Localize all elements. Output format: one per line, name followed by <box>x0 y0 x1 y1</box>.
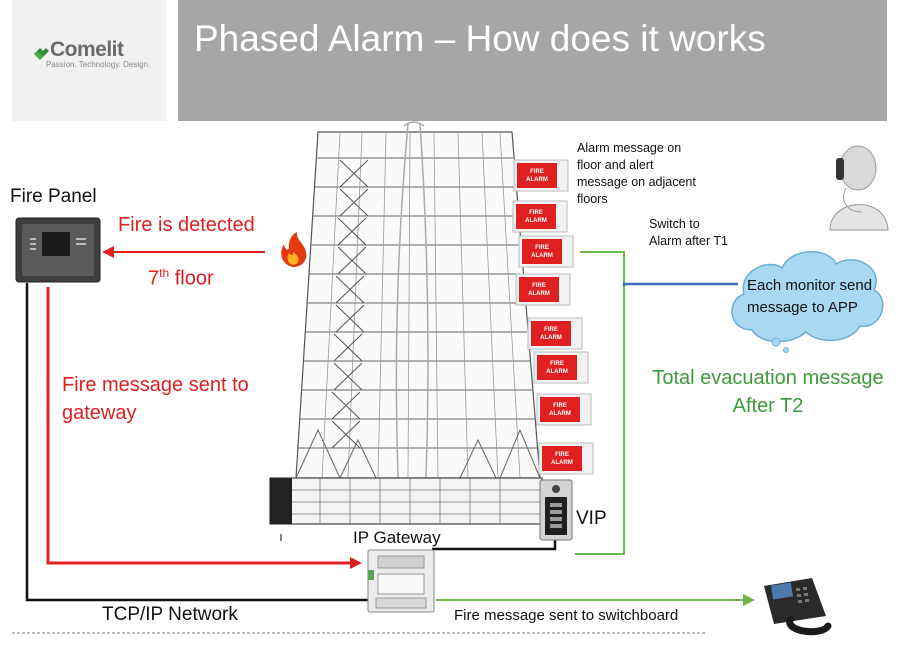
fire-message-gateway-line2: gateway <box>62 402 137 424</box>
fire-alarm-sign-line2: ALARM <box>540 335 562 341</box>
logo-tagline: Passion. Technology. Design. <box>46 60 151 69</box>
alarm-message-line1: Alarm message on <box>577 141 682 155</box>
gateway-vip-line <box>432 540 557 551</box>
floor-word: floor <box>169 267 214 290</box>
fire-alarm-sign: FIRE ALARM <box>518 235 574 268</box>
fire-alarm-sign-line2: ALARM <box>546 369 568 375</box>
tcp-ip-network-line <box>25 283 370 602</box>
fire-alarm-sign-line2: ALARM <box>525 218 547 224</box>
ip-gateway-device <box>367 549 435 613</box>
building-illustration <box>266 121 572 542</box>
fire-alarm-signs: FIREALARMFIREALARMFIREALARMFIREALARMFIRE… <box>512 159 594 475</box>
switchboard-label: Fire message sent to switchboard <box>454 607 679 624</box>
fire-alarm-sign: FIRE ALARM <box>533 351 589 384</box>
cloud-label: Each monitor send message to APP <box>747 275 872 319</box>
person-on-phone-icon <box>829 145 889 231</box>
fire-alarm-sign-line1: FIRE <box>532 283 546 289</box>
fire-alarm-sign-line1: FIRE <box>535 245 549 251</box>
vip-label: VIP <box>576 508 607 529</box>
title-bar <box>178 0 887 121</box>
fire-detected-label: Fire is detected <box>118 214 255 236</box>
switchboard-arrow <box>436 594 755 606</box>
alarm-message-line2: floor and alert <box>577 158 654 172</box>
fire-panel-device <box>15 217 101 283</box>
fire-message-line <box>46 287 362 569</box>
app-link-line <box>622 282 738 286</box>
evacuation-line2: After T2 <box>732 395 804 417</box>
evacuation-label: Total evacuation message After T2 <box>642 364 894 420</box>
fire-detected-arrow <box>102 246 265 258</box>
fire-alarm-sign-line1: FIRE <box>544 327 558 333</box>
cloud-shape <box>731 251 884 353</box>
fire-alarm-sign-line2: ALARM <box>528 291 550 297</box>
fire-alarm-sign: FIRE ALARM <box>515 273 571 306</box>
fire-alarm-sign-line2: ALARM <box>531 253 553 259</box>
fire-alarm-sign: FIRE ALARM <box>536 393 592 426</box>
evacuation-line1: Total evacuation message <box>652 367 884 389</box>
switch-alarm-line2: Alarm after T1 <box>649 234 728 248</box>
alarm-message-line4: floors <box>577 192 608 206</box>
fire-alarm-sign-line1: FIRE <box>553 403 567 409</box>
fire-message-gateway-label: Fire message sent to gateway <box>62 371 249 427</box>
switch-alarm-line <box>575 251 625 555</box>
fire-alarm-sign: FIRE ALARM <box>513 159 569 192</box>
fire-alarm-sign-line1: FIRE <box>550 361 564 367</box>
fire-alarm-sign: FIRE ALARM <box>512 200 568 233</box>
cloud-line1: Each monitor send <box>747 277 873 294</box>
fire-alarm-sign: FIRE ALARM <box>527 317 583 350</box>
comelit-logo: Comelit Passion. Technology. Design. <box>26 38 156 69</box>
logo-wordmark: Comelit <box>50 38 124 61</box>
fire-alarm-sign-line1: FIRE <box>530 169 544 175</box>
cloud-line2: message to APP <box>747 299 858 316</box>
fire-alarm-sign-line1: FIRE <box>555 452 569 458</box>
fire-alarm-sign: FIRE ALARM <box>538 442 594 475</box>
ip-gateway-label: IP Gateway <box>353 528 441 547</box>
page-title: Phased Alarm – How does it works <box>194 18 766 59</box>
fire-alarm-sign-line2: ALARM <box>549 411 571 417</box>
fire-alarm-sign-line2: ALARM <box>526 177 548 183</box>
fire-alarm-sign-line1: FIRE <box>529 210 543 216</box>
switch-alarm-label: Switch to Alarm after T1 <box>649 216 728 250</box>
switch-alarm-line1: Switch to <box>649 217 700 231</box>
vip-panel-device <box>539 479 573 541</box>
switchboard-phone-icon <box>764 578 832 636</box>
flame-icon <box>281 232 307 267</box>
fire-alarm-sign-line2: ALARM <box>551 460 573 466</box>
floor-ordinal: th <box>159 266 170 280</box>
alarm-message-line3: message on adjacent <box>577 175 696 189</box>
floor-label: 7th floor <box>148 266 214 291</box>
logo-box <box>12 0 166 121</box>
fire-panel-label: Fire Panel <box>10 186 97 207</box>
floor-number: 7 <box>148 267 160 290</box>
fire-message-gateway-line1: Fire message sent to <box>62 374 249 396</box>
alarm-message-label: Alarm message on floor and alert message… <box>577 140 696 208</box>
comelit-mark-icon <box>34 48 49 60</box>
tcp-ip-label: TCP/IP Network <box>102 604 238 625</box>
